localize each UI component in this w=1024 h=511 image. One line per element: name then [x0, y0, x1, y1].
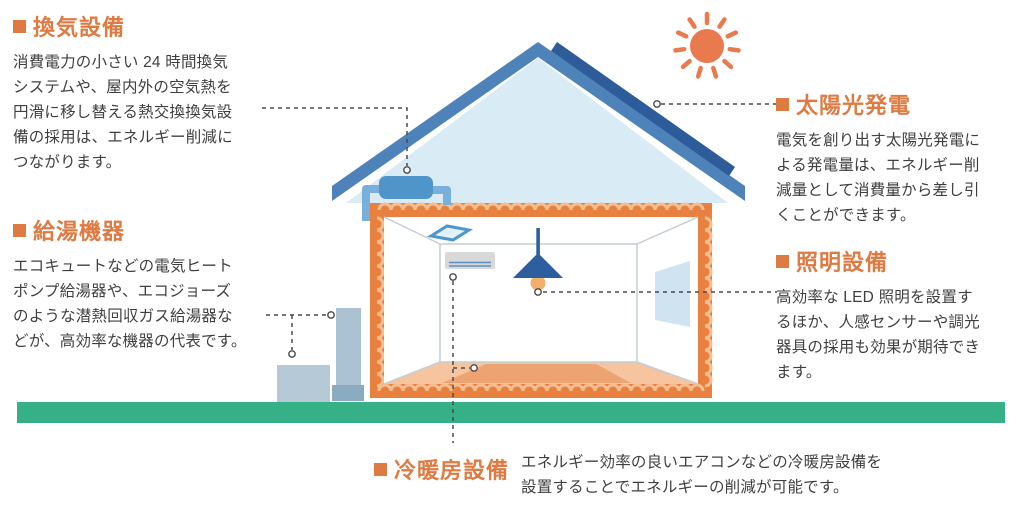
endpoint-ventilator	[403, 166, 411, 174]
lighting-heading: 照明設備	[776, 245, 1021, 277]
solar-bullet-icon	[776, 97, 789, 111]
hvac-section: 冷暖房設備 エネルギー効率の良いエアコンなどの冷暖房設備を 設置することでエネル…	[374, 450, 934, 500]
hvac-heading: 冷暖房設備	[374, 453, 509, 485]
endpoint-ac	[449, 273, 457, 281]
endpoint-heat-pump	[288, 350, 296, 358]
ceiling-vent-icon	[426, 224, 474, 242]
water-heater-body: エコキュートなどの電気ヒート ポンプ給湯器や、エコジョーズ のような潜熱回収ガス…	[13, 258, 247, 350]
connector-water-heater	[266, 314, 327, 350]
endpoint-rug	[470, 364, 478, 372]
hvac-bullet-icon	[374, 462, 387, 476]
ventilation-heading: 換気設備	[13, 10, 273, 42]
lamp-stem	[536, 228, 540, 256]
water-heater-title: 給湯機器	[33, 219, 126, 244]
insulation-wave-right	[704, 216, 713, 388]
lamp-bulb-icon	[530, 275, 546, 291]
sun-rays-icon	[673, 11, 741, 79]
solar-section: 太陽光発電 電気を創り出す太陽光発電に よる発電量は、エネルギー削 減量として消…	[776, 88, 1021, 228]
water-heater-section: 給湯機器 エコキュートなどの電気ヒート ポンプ給湯器や、エコジョーズ のような潜…	[13, 214, 283, 354]
endpoint-solar-panel	[653, 100, 661, 108]
hot-water-tank-icon	[336, 308, 361, 400]
connector-lines	[262, 103, 777, 443]
sun-icon	[690, 29, 724, 63]
endpoint-lamp	[534, 288, 542, 296]
window	[655, 261, 690, 327]
endpoint-tank	[327, 311, 335, 319]
heat-pump-unit-icon	[277, 365, 330, 402]
ventilator-pipe-left	[362, 185, 384, 221]
room-interior	[384, 217, 698, 384]
connector-endpoints	[288, 100, 661, 372]
hvac-title: 冷暖房設備	[394, 458, 510, 483]
rug	[442, 364, 631, 383]
water-heater-bullet-icon	[13, 223, 26, 237]
lighting-section: 照明設備 高効率な LED 照明を設置す るほか、人感センサーや調光 器具の採用…	[776, 245, 1021, 385]
ventilation-bullet-icon	[13, 19, 26, 33]
solar-panel	[551, 42, 735, 176]
lighting-body: 高効率な LED 照明を設置す るほか、人感センサーや調光 器具の採用も効果が期…	[776, 289, 981, 381]
roof-left	[332, 42, 538, 201]
insulation-wave-top	[377, 202, 705, 211]
tank-base	[332, 385, 364, 401]
ventilation-body: 消費電力の小さい 24 時間換気 システムや、屋内外の空気熱を 円滑に移し替える…	[13, 54, 233, 171]
insulation-wave-left	[376, 216, 385, 388]
air-conditioner-vents	[449, 261, 491, 267]
ventilator-pipe-right	[430, 186, 451, 205]
lighting-title: 照明設備	[796, 250, 889, 275]
ground-strip	[17, 402, 1005, 423]
water-heater-heading: 給湯機器	[13, 214, 283, 246]
gable-wall	[346, 58, 728, 203]
ventilation-section: 換気設備 消費電力の小さい 24 時間換気 システムや、屋内外の空気熱を 円滑に…	[13, 10, 273, 175]
solar-title: 太陽光発電	[796, 93, 912, 118]
lighting-bullet-icon	[776, 254, 789, 268]
heat-exchange-ventilator-icon	[379, 176, 433, 199]
solar-body: 電気を創り出す太陽光発電に よる発電量は、エネルギー削 減量として消費量から差し…	[776, 132, 981, 224]
solar-heading: 太陽光発電	[776, 88, 1021, 120]
roof-right	[538, 42, 745, 201]
connector-ventilation	[262, 107, 408, 166]
hvac-body: エネルギー効率の良いエアコンなどの冷暖房設備を 設置することでエネルギーの削減が…	[521, 454, 883, 496]
air-conditioner-icon	[445, 252, 495, 269]
lamp-shade-icon	[513, 255, 563, 278]
insulation-wave-bottom	[377, 383, 705, 392]
connector-hvac	[452, 281, 470, 443]
ventilation-title: 換気設備	[33, 15, 126, 40]
